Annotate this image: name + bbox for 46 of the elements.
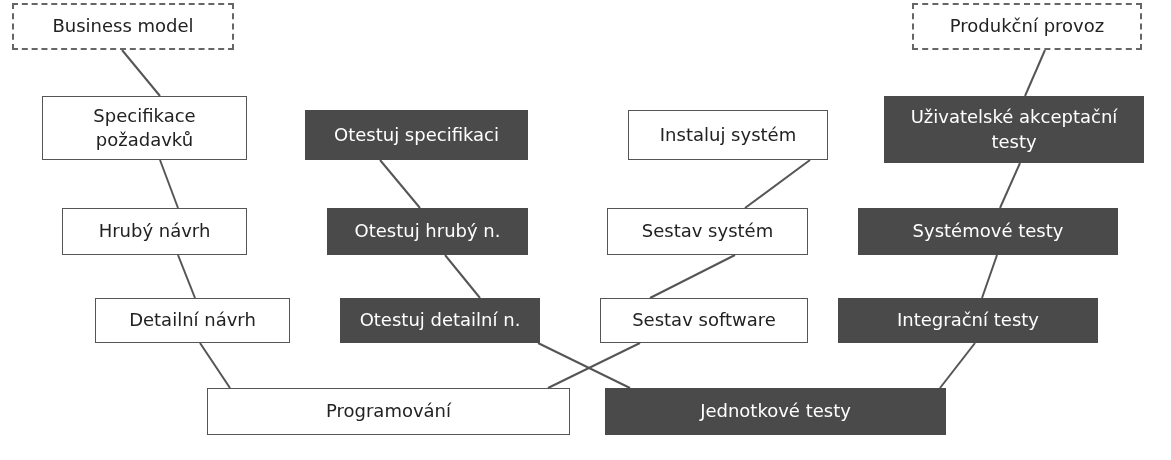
test-box — [327, 208, 528, 255]
box-label: Sestav systém — [641, 219, 774, 244]
connector-line — [939, 342, 976, 389]
process-box — [628, 110, 828, 160]
box-label: Detailní návrh — [129, 308, 256, 333]
box-label: Instaluj systém — [659, 122, 797, 147]
box-label: Systémové testy — [912, 219, 1064, 244]
connector-line — [444, 254, 481, 299]
process-box — [207, 388, 570, 435]
test-box — [605, 388, 946, 435]
connector-line — [999, 162, 1021, 209]
process-box — [600, 298, 808, 343]
connector-line — [199, 342, 231, 389]
test-box — [884, 96, 1144, 163]
connector-line — [547, 342, 641, 389]
connector-line — [1024, 49, 1046, 97]
box-label: Otestuj detailní n. — [359, 308, 521, 333]
connector-line — [379, 159, 421, 209]
test-box — [858, 208, 1118, 255]
connector-line — [981, 254, 998, 299]
box-label: Produkční provoz — [949, 14, 1105, 39]
process-box — [62, 208, 247, 255]
process-box — [42, 96, 247, 160]
test-box — [340, 298, 540, 343]
test-box — [838, 298, 1098, 343]
box-label: Integrační testy — [897, 308, 1039, 333]
process-box — [95, 298, 290, 343]
box-label: Jednotkové testy — [700, 399, 851, 424]
box-label: Sestav software — [632, 308, 776, 333]
box-label: Business model — [52, 14, 194, 39]
test-box — [305, 110, 528, 160]
box-label: Hrubý návrh — [98, 219, 211, 244]
connector-line — [744, 159, 811, 209]
box-label: Otestuj hrubý n. — [354, 219, 501, 244]
box-label: Otestuj specifikaci — [334, 122, 499, 147]
process-box — [607, 208, 808, 255]
box-label: Specifikace požadavků — [92, 103, 197, 152]
box-label: Uživatelské akceptační testy — [909, 105, 1119, 154]
connector-line — [121, 49, 161, 97]
box-label: Programování — [325, 399, 452, 424]
connector-line — [537, 342, 631, 389]
external-box — [12, 3, 234, 50]
connector-line — [177, 254, 196, 299]
external-box — [912, 3, 1142, 50]
connector-line — [649, 254, 736, 299]
connector-line — [159, 159, 179, 209]
